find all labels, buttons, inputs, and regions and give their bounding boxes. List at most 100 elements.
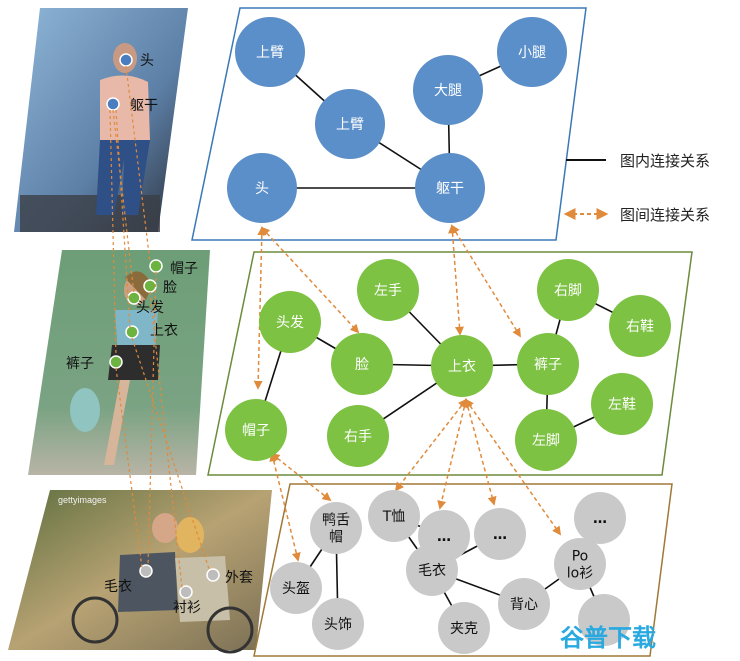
parts-node-4-label: 脸 bbox=[355, 357, 369, 373]
photo-top-dot-torso bbox=[106, 97, 120, 111]
photo-link-2 bbox=[115, 109, 131, 329]
clothes-node-6: 毛衣 bbox=[406, 544, 458, 596]
photo-bottom: gettyimages 毛衣 衬衫 外套 bbox=[8, 490, 272, 654]
parts-node-4-circle bbox=[331, 333, 393, 395]
parts-node-0-label: 左手 bbox=[374, 283, 402, 299]
legend-inter-label: 图间连接关系 bbox=[620, 206, 710, 224]
clothes-node-10-label: 夹克 bbox=[450, 621, 478, 637]
person-node-5: 躯干 bbox=[415, 153, 485, 223]
parts-node-0: 左手 bbox=[357, 259, 419, 321]
photo-bot-dot-coat bbox=[206, 568, 220, 582]
parts-node-5-label: 上衣 bbox=[448, 359, 476, 375]
parts-node-6: 裤子 bbox=[517, 333, 579, 395]
person-node-2-circle bbox=[413, 55, 483, 125]
parts-node-5-circle bbox=[431, 335, 493, 397]
parts-node-10-label: 左脚 bbox=[532, 433, 560, 449]
parts-node-9: 右手 bbox=[327, 405, 389, 467]
clothes-node-1-circle bbox=[368, 490, 420, 542]
person-node-3-label: 小腿 bbox=[518, 45, 546, 61]
clothes-node-6-circle bbox=[406, 544, 458, 596]
clothes-node-0-label: 帽 bbox=[329, 530, 343, 546]
photo-mid-label-top: 上衣 bbox=[150, 323, 178, 339]
clothes-node-8: 背心 bbox=[498, 578, 550, 630]
parts-node-9-label: 右手 bbox=[344, 429, 372, 445]
parts-node-3-circle bbox=[609, 295, 671, 357]
clothes-node-11 bbox=[578, 594, 630, 646]
photo-bot-label-sweater: 毛衣 bbox=[104, 579, 132, 595]
photo-mid-label-face: 脸 bbox=[163, 280, 177, 296]
photo-top-dot-head bbox=[119, 53, 133, 67]
clothes-node-10: 夹克 bbox=[438, 602, 490, 654]
person-node-1: 上臂 bbox=[315, 89, 385, 159]
photo-link-5 bbox=[149, 291, 183, 589]
clothes-node-10-circle bbox=[438, 602, 490, 654]
person-node-5-circle bbox=[415, 153, 485, 223]
clothes-node-3: … bbox=[474, 508, 526, 560]
parts-node-6-circle bbox=[517, 333, 579, 395]
clothes-node-0-circle bbox=[310, 502, 362, 554]
parts-node-3: 右鞋 bbox=[609, 295, 671, 357]
parts-node-2-circle bbox=[259, 291, 321, 353]
clothes-node-0-label: 鸭舌 bbox=[322, 513, 350, 529]
person-node-0-circle bbox=[235, 17, 305, 87]
photo-link-7 bbox=[115, 367, 143, 569]
parts-node-1-circle bbox=[537, 259, 599, 321]
photo-bot-label-coat: 外套 bbox=[225, 570, 253, 586]
clothes-node-4-label: … bbox=[593, 511, 607, 527]
parts-node-4: 脸 bbox=[331, 333, 393, 395]
clothes-node-4-circle bbox=[574, 492, 626, 544]
person-node-1-label: 上臂 bbox=[336, 117, 364, 133]
parts-node-8-label: 帽子 bbox=[242, 423, 270, 439]
graph-inter-edges bbox=[253, 224, 562, 562]
photo-mid-label-pants: 裤子 bbox=[66, 356, 94, 372]
parts-node-10-circle bbox=[515, 409, 577, 471]
clothes-node-1-label: T恤 bbox=[382, 509, 406, 525]
photo-mid-dot-hat bbox=[149, 259, 163, 273]
clothes-node-3-circle bbox=[474, 508, 526, 560]
parts-node-2: 头发 bbox=[259, 291, 321, 353]
clothes-node-6-label: 毛衣 bbox=[418, 563, 446, 579]
parts-node-10: 左脚 bbox=[515, 409, 577, 471]
brand-watermark: 谷普下载 bbox=[560, 624, 656, 652]
clothes-node-5-circle bbox=[554, 538, 606, 590]
clothes-node-9-label: 头饰 bbox=[324, 617, 352, 633]
graph-nodes: 上臂上臂大腿小腿头躯干左手右脚头发右鞋脸上衣裤子左鞋帽子右手左脚鸭舌帽T恤………… bbox=[225, 17, 671, 654]
parts-node-2-label: 头发 bbox=[276, 315, 304, 331]
clothes-node-8-circle bbox=[498, 578, 550, 630]
photo-bottom-watermark: gettyimages bbox=[58, 495, 107, 505]
parts-node-1-label: 右脚 bbox=[554, 283, 582, 299]
clothes-node-9: 头饰 bbox=[312, 598, 364, 650]
photo-link-3 bbox=[109, 109, 117, 357]
parts-node-8: 帽子 bbox=[225, 399, 287, 461]
person-node-3: 小腿 bbox=[497, 17, 567, 87]
parts-node-7-label: 左鞋 bbox=[608, 397, 636, 413]
photo-mid-dot-top bbox=[125, 325, 139, 339]
photo-link-0 bbox=[125, 65, 151, 263]
person-node-4: 头 bbox=[227, 153, 297, 223]
clothes-node-7: 头盔 bbox=[270, 562, 322, 614]
photo-inter-links bbox=[109, 65, 211, 589]
parts-node-8-circle bbox=[225, 399, 287, 461]
person-node-2: 大腿 bbox=[413, 55, 483, 125]
photo-top: 头 躯干 bbox=[14, 8, 188, 232]
inter-link-7 bbox=[437, 398, 469, 510]
photo-bot-dot-sweater bbox=[139, 564, 153, 578]
inter-link-3 bbox=[451, 224, 521, 338]
person-node-1-circle bbox=[315, 89, 385, 159]
parts-node-6-label: 裤子 bbox=[534, 357, 562, 373]
parts-node-1: 右脚 bbox=[537, 259, 599, 321]
photo-mid-dot-pants bbox=[109, 355, 123, 369]
clothes-node-7-label: 头盔 bbox=[282, 581, 310, 597]
photo-mid-dot-face bbox=[143, 279, 157, 293]
clothes-node-0: 鸭舌帽 bbox=[310, 502, 362, 554]
clothes-node-7-circle bbox=[270, 562, 322, 614]
person-node-0: 上臂 bbox=[235, 17, 305, 87]
photo-link-4 bbox=[147, 271, 157, 567]
clothes-node-2-label: … bbox=[437, 529, 451, 545]
parts-node-5: 上衣 bbox=[431, 335, 493, 397]
inter-link-5 bbox=[270, 452, 332, 502]
person-node-0-label: 上臂 bbox=[256, 45, 284, 61]
photo-link-6 bbox=[131, 337, 211, 573]
clothes-node-9-circle bbox=[312, 598, 364, 650]
